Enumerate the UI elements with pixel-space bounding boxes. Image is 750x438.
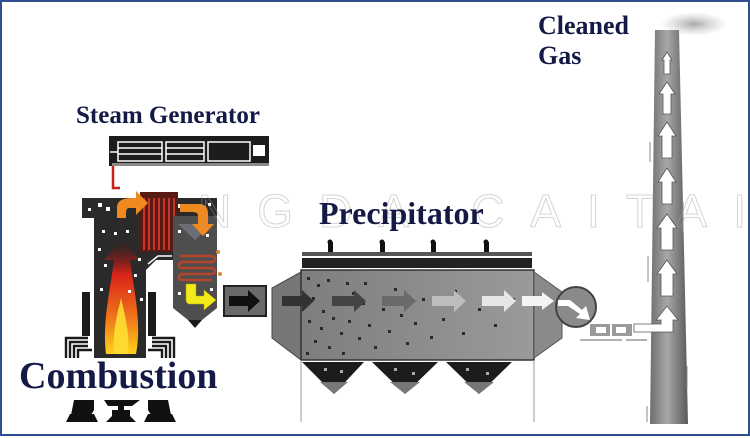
chimney-stack xyxy=(633,12,728,424)
label-cleaned-gas: Cleaned Gas xyxy=(538,11,629,71)
boiler-furnace xyxy=(64,191,222,358)
induced-draft-fan xyxy=(555,286,647,341)
label-cleaned-gas-line2: Gas xyxy=(538,40,582,70)
flow-arrow-orange-2 xyxy=(180,204,214,236)
flow-arrow-yellow xyxy=(185,283,217,311)
inlet-duct xyxy=(223,285,267,317)
label-precipitator: Precipitator xyxy=(319,195,484,231)
label-cleaned-gas-line1: Cleaned xyxy=(538,11,629,40)
burner-base xyxy=(66,400,176,422)
flame-icon xyxy=(104,240,140,354)
label-combustion: Combustion xyxy=(19,355,218,397)
precipitator xyxy=(271,239,563,422)
precipitator-hoppers xyxy=(302,362,512,394)
steam-generator-drum xyxy=(109,136,269,166)
label-steam-generator: Steam Generator xyxy=(76,102,260,129)
steam-pipe xyxy=(111,166,120,190)
flow-arrow-orange-1 xyxy=(117,191,148,218)
